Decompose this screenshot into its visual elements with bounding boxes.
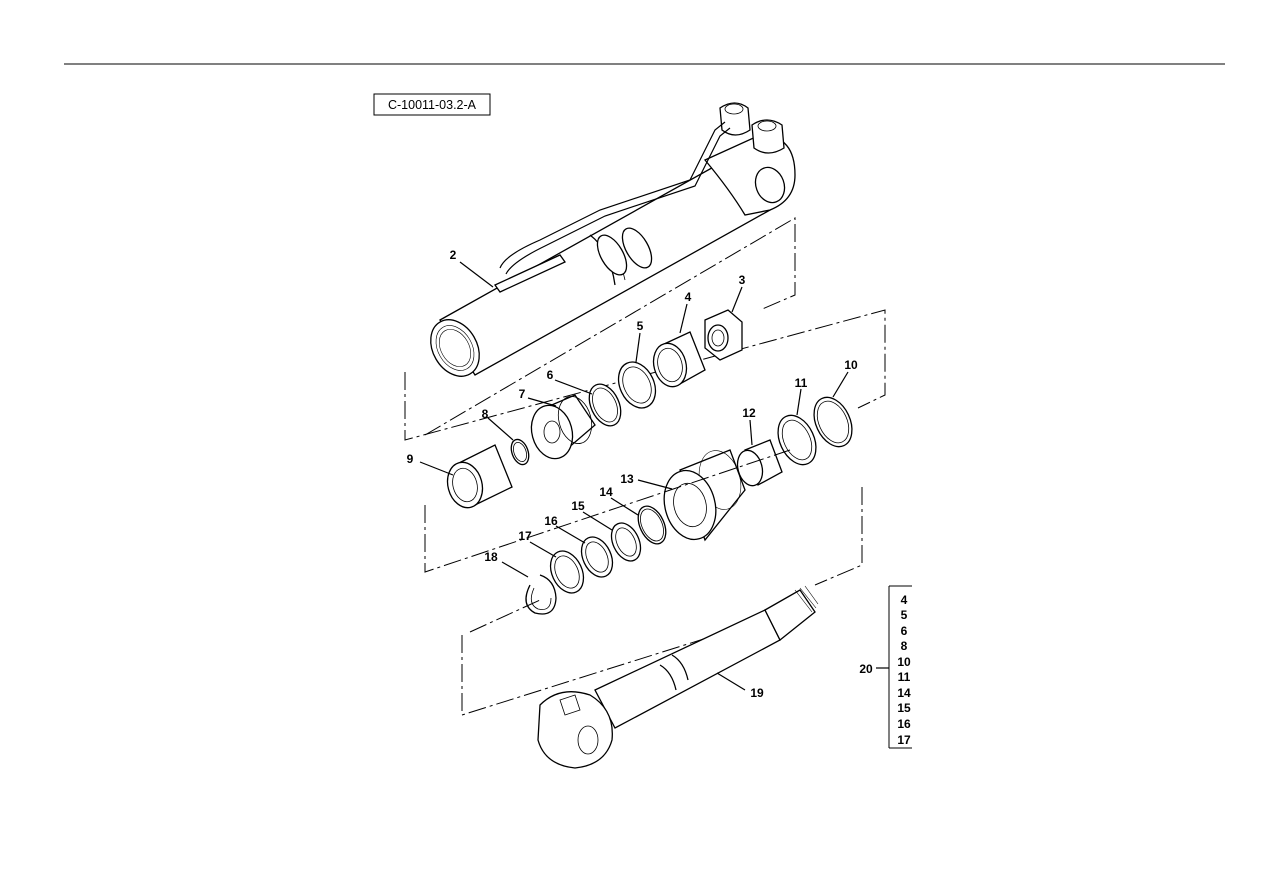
kit-item: 17	[897, 733, 911, 747]
part-16-ring	[580, 536, 614, 578]
callout-4: 4	[685, 290, 692, 304]
callout-5: 5	[637, 319, 644, 333]
kit-item: 15	[897, 701, 911, 715]
part-3-nut	[704, 309, 743, 361]
callout-6: 6	[547, 368, 554, 382]
kit-label: 20	[859, 662, 873, 676]
callout-7: 7	[519, 387, 526, 401]
kit-item: 11	[898, 670, 911, 684]
leader-lines	[419, 261, 912, 749]
part-11-ring	[777, 414, 817, 466]
kit-item: 5	[901, 608, 908, 622]
figure-id: C-10011-03.2-A	[388, 98, 477, 112]
part-14-ring	[637, 505, 667, 545]
part-8-oring	[510, 438, 530, 466]
callout-18: 18	[484, 550, 498, 564]
kit-item: 14	[897, 686, 911, 700]
kit-item: 6	[901, 624, 908, 638]
callout-19: 19	[750, 686, 764, 700]
part-13-gland	[663, 449, 746, 542]
kit-item: 10	[897, 655, 911, 669]
figure-id-box: C-10011-03.2-A	[373, 93, 491, 116]
kit-item: 8	[901, 639, 908, 653]
part-12-bushing	[736, 439, 783, 487]
callout-14: 14	[599, 485, 613, 499]
callout-labels: 2 3 4 5 6 7 8 9 10 11 12 13 14 15 16 17 …	[407, 248, 858, 700]
kit-item: 16	[897, 717, 911, 731]
callout-15: 15	[571, 499, 585, 513]
part-18-snap-ring	[525, 574, 557, 615]
cylinder-barrel	[430, 102, 796, 377]
part-9-spacer	[446, 444, 513, 509]
part-19-piston-rod	[537, 585, 819, 769]
callout-10: 10	[844, 358, 858, 372]
callout-16: 16	[544, 514, 558, 528]
kit-bracket: 20 4 5 6 8 10 11 14 15 16 17	[859, 593, 911, 747]
part-15-ring	[610, 522, 642, 562]
part-17-ring	[549, 550, 585, 594]
callout-11: 11	[795, 376, 808, 390]
part-5-ring	[617, 361, 657, 409]
callout-2: 2	[450, 248, 457, 262]
part-10-ring	[813, 396, 853, 448]
part-4-bushing	[652, 331, 706, 388]
kit-item: 4	[901, 593, 908, 607]
callout-3: 3	[739, 273, 746, 287]
callout-17: 17	[518, 529, 532, 543]
part-7-piston	[530, 394, 596, 460]
callout-9: 9	[407, 452, 414, 466]
callout-8: 8	[482, 407, 489, 421]
callout-13: 13	[620, 472, 634, 486]
part-6-oring	[588, 383, 622, 427]
callout-12: 12	[742, 406, 756, 420]
